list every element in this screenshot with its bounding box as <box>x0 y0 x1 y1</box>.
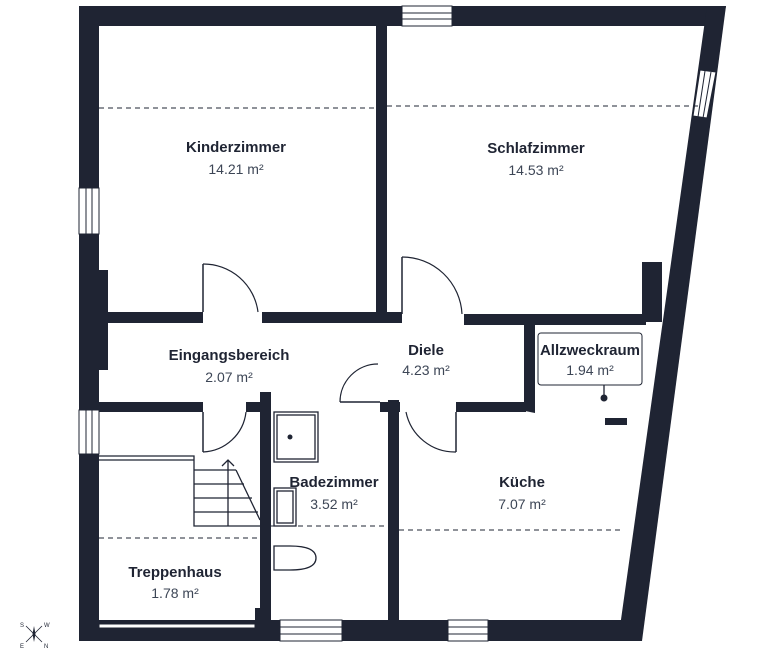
room-area-badezimmer: 3.52 m² <box>310 496 358 512</box>
wall-kinder-flur-left <box>99 312 203 323</box>
door-treppe-arc <box>202 411 247 453</box>
room-area-kueche: 7.07 m² <box>498 496 546 512</box>
window-right <box>692 69 717 119</box>
compass: S W E N <box>20 623 50 650</box>
toilet <box>273 545 317 571</box>
room-area-diele: 4.23 m² <box>402 362 450 378</box>
wall-flur-bad <box>246 402 264 412</box>
door-schlaf-arc <box>401 256 463 315</box>
bath-fixtures <box>273 411 319 571</box>
room-name-allzweckraum: Allzweckraum <box>540 342 640 359</box>
door-kueche-arc <box>405 411 457 453</box>
door-bad-arc <box>339 363 379 403</box>
outer-walls <box>79 6 726 641</box>
door-kinder-arc <box>202 263 259 313</box>
outer-wall-bottom-left-step <box>79 628 99 641</box>
wall-bad-left-bottom <box>255 608 271 628</box>
wall-allzweck-notch <box>605 418 627 425</box>
wall-kinder-flur-right <box>262 312 402 323</box>
outer-wall-right-pier <box>642 262 662 322</box>
room-area-eingangsbereich: 2.07 m² <box>205 369 253 385</box>
sink <box>273 487 297 527</box>
outer-wall-left <box>79 6 99 641</box>
shower-drain <box>287 434 293 440</box>
wall-bad-left <box>260 392 271 620</box>
wall-schlaf-flur <box>464 314 646 325</box>
room-name-kinderzimmer: Kinderzimmer <box>186 139 286 156</box>
room-area-kinderzimmer: 14.21 m² <box>208 161 264 177</box>
outer-wall-bottom <box>79 620 639 641</box>
window-top <box>401 5 453 27</box>
room-labels: Kinderzimmer 14.21 m² Schlafzimmer 14.53… <box>128 139 640 601</box>
room-area-allzweckraum: 1.94 m² <box>566 362 614 378</box>
room-name-diele: Diele <box>408 342 444 359</box>
compass-w: W <box>44 623 50 629</box>
room-area-treppenhaus: 1.78 m² <box>151 585 199 601</box>
wall-diele-bottom-right <box>456 402 526 412</box>
window-bottom-kueche <box>447 619 489 642</box>
room-name-eingangsbereich: Eingangsbereich <box>169 347 290 364</box>
room-name-treppenhaus: Treppenhaus <box>128 564 221 581</box>
allzweckraum-label-box <box>537 332 643 386</box>
compass-s: S <box>20 623 24 629</box>
wall-diele-bottom-left <box>380 402 400 412</box>
wall-allzweck-left <box>524 322 535 408</box>
doors <box>202 256 463 453</box>
outer-wall-right-slanted <box>618 6 726 641</box>
window-left-lower <box>78 409 100 455</box>
window-bottom-bad <box>279 619 343 642</box>
window-left-upper <box>78 187 100 235</box>
shower <box>273 411 319 463</box>
interior-walls <box>99 26 646 628</box>
allzweckraum-pointer-dot <box>600 394 608 402</box>
room-area-schlafzimmer: 14.53 m² <box>508 162 564 178</box>
room-name-kueche: Küche <box>499 474 545 491</box>
wall-bad-kueche <box>388 400 399 620</box>
room-name-schlafzimmer: Schlafzimmer <box>487 140 585 157</box>
wall-flur-treppe-left <box>99 402 203 412</box>
wall-kinder-schlaf <box>376 26 387 316</box>
room-name-badezimmer: Badezimmer <box>289 474 378 491</box>
compass-n: N <box>44 644 48 650</box>
windows <box>78 5 717 642</box>
compass-e: E <box>20 644 24 650</box>
staircase <box>99 455 261 527</box>
window-bottom-treppe <box>98 623 256 629</box>
